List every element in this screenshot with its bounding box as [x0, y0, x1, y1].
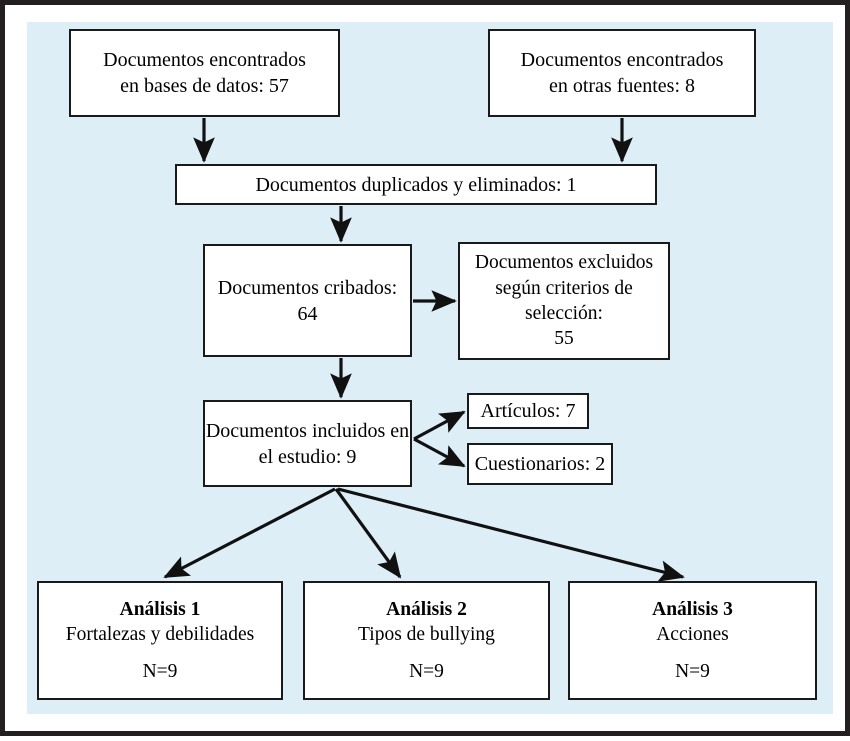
node-screened-line1: Documentos cribados:	[217, 276, 398, 299]
node-included-line1: Documentos incluidos en	[205, 419, 410, 442]
edge-included-to-analysis-1	[163, 487, 336, 579]
node-other-sources-line1: Documentos encontrados	[520, 49, 724, 71]
node-articles: Artículos: 7	[467, 393, 589, 429]
node-screened-count: 64	[297, 302, 318, 325]
analysis-3-subtitle: Acciones	[656, 624, 729, 646]
analysis-1-subtitle: Fortalezas y debilidades	[65, 624, 255, 646]
analysis-3-title: Análisis 3	[652, 598, 733, 620]
edge-included-to-analysis-3	[337, 487, 685, 582]
edge-included-to-questionnaires	[413, 437, 466, 468]
analysis-2-title: Análisis 2	[386, 598, 467, 620]
analysis-3-n: N=9	[675, 660, 710, 682]
node-excluded-line3: selección:	[525, 303, 603, 324]
node-analysis-1: Análisis 1 Fortalezas y debilidades N=9	[37, 581, 283, 700]
analysis-1-n: N=9	[142, 660, 178, 682]
node-documents-excluded: Documentos excluidos según criterios de …	[458, 242, 670, 360]
node-questionnaires-label: Cuestionarios: 2	[474, 453, 606, 475]
node-analysis-3: Análisis 3 Acciones N=9	[568, 581, 817, 700]
node-included-line2: el estudio: 9	[258, 445, 357, 468]
node-other-sources-line2: en otras fuentes: 8	[548, 75, 696, 97]
node-analysis-2: Análisis 2 Tipos de bullying N=9	[303, 581, 550, 700]
node-documents-included: Documentos incluidos en el estudio: 9	[203, 400, 412, 487]
diagram-stage: Documentos encontrados en bases de datos…	[5, 5, 850, 741]
node-documents-other-sources: Documentos encontrados en otras fuentes:…	[488, 29, 756, 117]
node-excluded-line1: Documentos excluidos	[474, 252, 654, 274]
node-articles-label: Artículos: 7	[480, 400, 576, 422]
connector-layer	[163, 118, 685, 582]
analysis-1-title: Análisis 1	[119, 598, 201, 620]
node-databases-line1: Documentos encontrados	[103, 49, 306, 71]
edge-included-to-analysis-2	[334, 488, 402, 579]
analysis-2-subtitle: Tipos de bullying	[358, 624, 495, 646]
node-duplicates-line1: Documentos duplicados y eliminados: 1	[255, 173, 577, 196]
node-duplicates-removed: Documentos duplicados y eliminados: 1	[175, 164, 657, 205]
edge-included-to-articles	[413, 410, 466, 441]
node-excluded-count: 55	[554, 328, 574, 350]
node-excluded-line2: según criterios de	[495, 277, 633, 299]
node-questionnaires: Cuestionarios: 2	[467, 443, 613, 485]
node-documents-databases: Documentos encontrados en bases de datos…	[69, 29, 340, 117]
node-documents-screened: Documentos cribados: 64	[203, 244, 412, 357]
analysis-2-n: N=9	[409, 660, 444, 682]
node-databases-line2: en bases de datos: 57	[120, 75, 289, 97]
